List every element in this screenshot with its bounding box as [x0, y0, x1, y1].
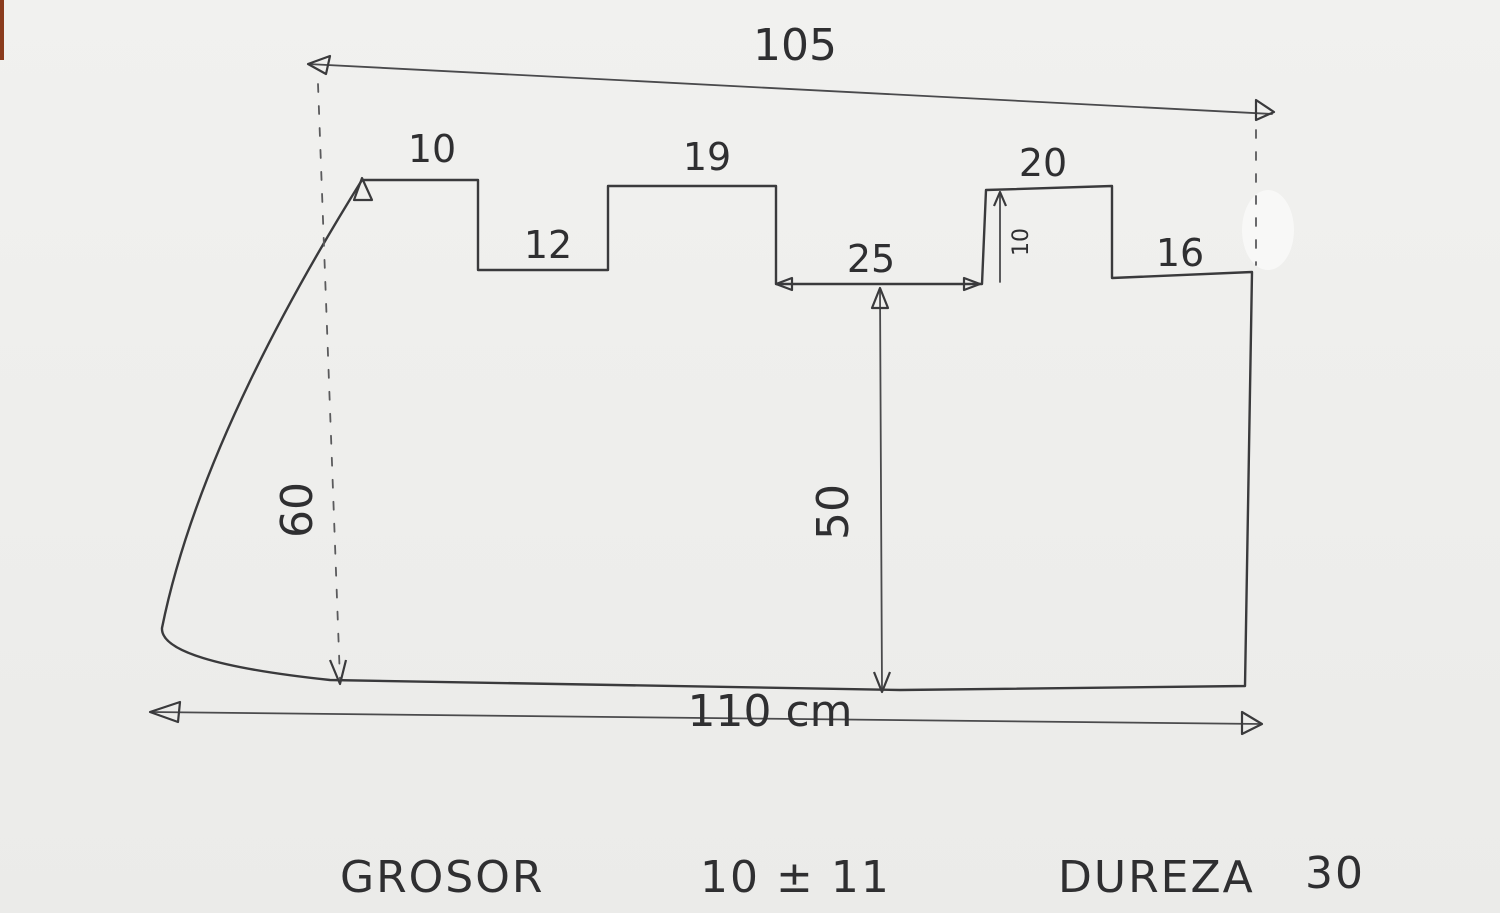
dashed-guide-left	[317, 83, 341, 681]
label-gap-width: 25	[847, 237, 895, 281]
dim-line-bottom-total	[149, 711, 1263, 725]
footer-grosor-label: GROSOR	[340, 852, 544, 903]
label-right-width: 16	[1156, 231, 1204, 275]
arrow-top-right	[1254, 98, 1276, 122]
dim-line-top-total	[307, 63, 1273, 115]
footer-dureza-value: 30	[1305, 848, 1365, 899]
eraser-smudge	[1242, 190, 1294, 270]
footer-dureza-label: DUREZA	[1058, 852, 1255, 903]
label-top-total: 105	[753, 20, 837, 71]
arrow-top-left	[306, 54, 332, 76]
arrow-bottom-right	[1240, 710, 1264, 736]
arrow-notch-top	[870, 286, 890, 310]
arrow-step3-top	[992, 190, 1008, 207]
label-step1-depth: 12	[524, 223, 572, 267]
arrow-gap-right	[962, 276, 982, 292]
paper-edge	[0, 0, 4, 60]
label-step2-width: 19	[683, 135, 731, 179]
footer-grosor-value: 10 ± 11	[700, 852, 891, 903]
arrow-bottom-left	[148, 700, 182, 724]
label-bottom-total: 110 cm	[687, 686, 852, 737]
arrow-left-corner	[352, 176, 374, 202]
label-step3-depth: 10	[1009, 228, 1034, 256]
label-left-height: 60	[272, 482, 323, 538]
arrow-left-guide-bottom	[328, 659, 348, 686]
label-step3-width: 20	[1019, 141, 1067, 185]
label-step1-width: 10	[408, 127, 456, 171]
arrow-notch-bottom	[872, 671, 892, 694]
dim-line-notch-height	[879, 289, 883, 691]
label-notch-height: 50	[808, 484, 859, 540]
piece-outline	[160, 178, 1254, 692]
arrow-gap-left	[774, 276, 794, 292]
